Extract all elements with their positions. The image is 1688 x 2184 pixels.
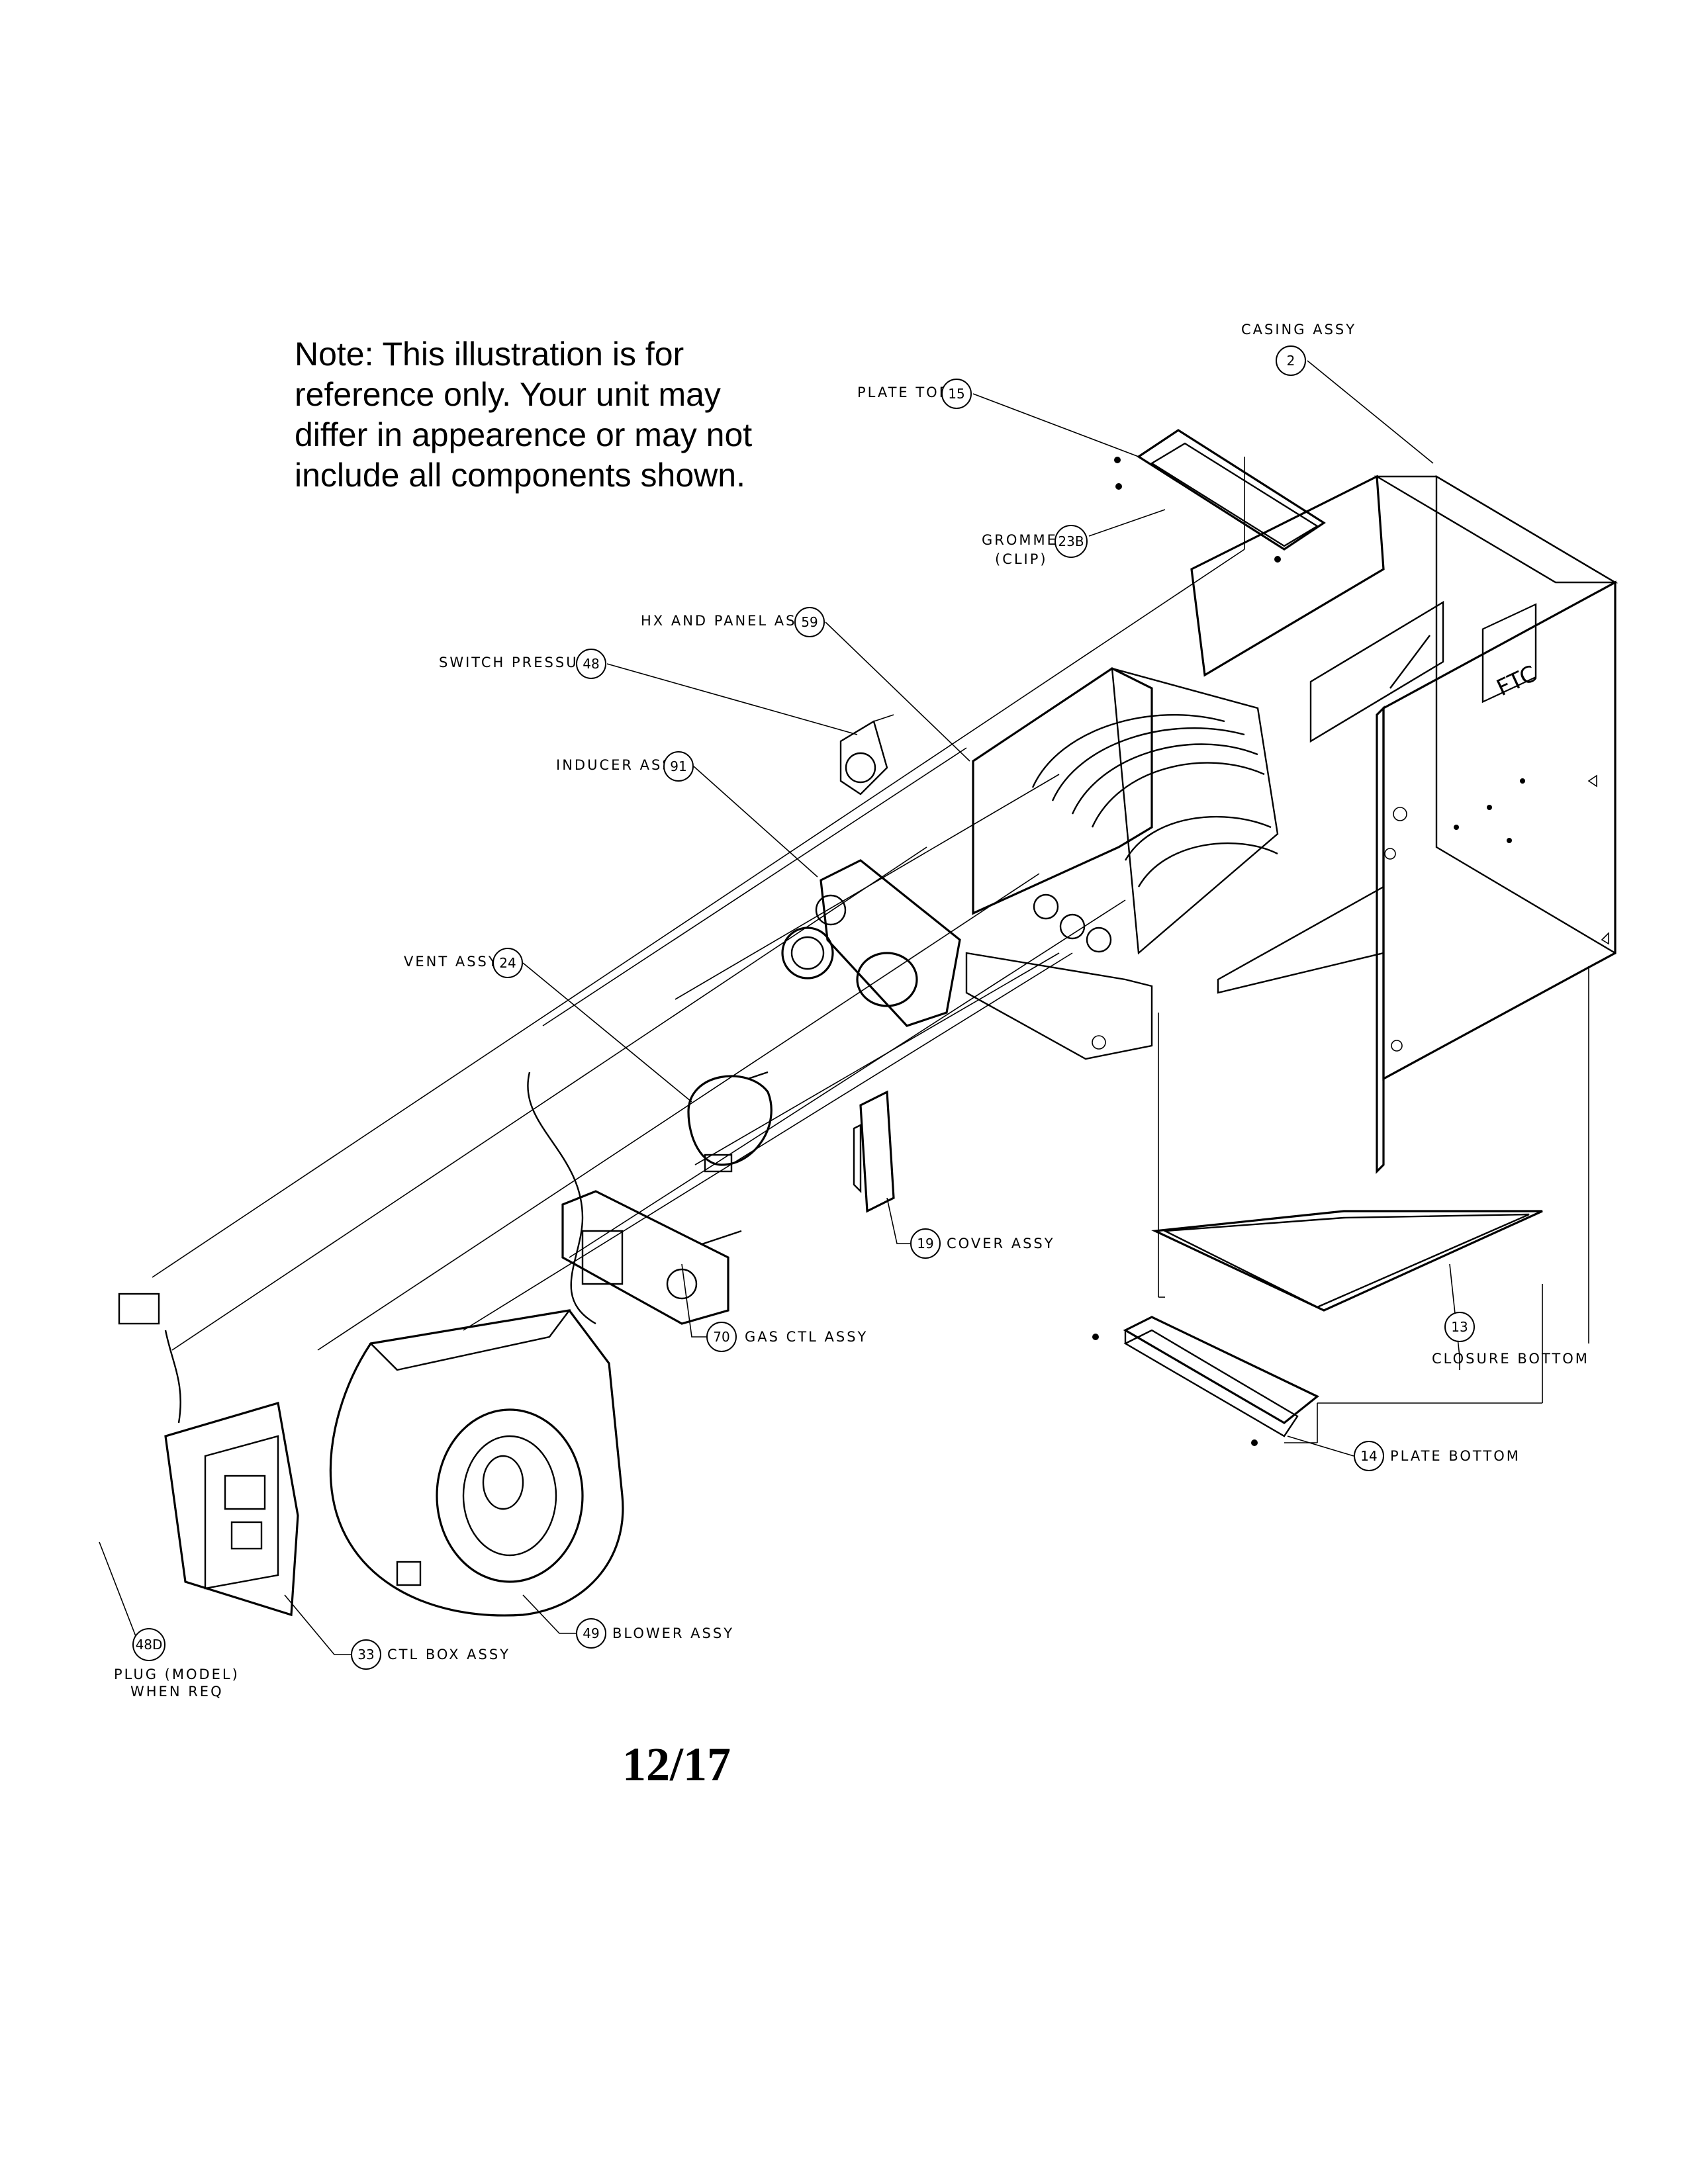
callout-number: 48D xyxy=(136,1637,163,1653)
reference-note: Note: This illustration is for reference… xyxy=(295,334,798,496)
callout-number: 24 xyxy=(499,955,516,971)
inducer-assembly-drawing xyxy=(781,859,961,1027)
callout-label: CTL BOX ASSY xyxy=(387,1647,510,1662)
callout-number: 70 xyxy=(713,1329,729,1345)
callout-label: PLATE TOP xyxy=(857,385,949,400)
casing-assembly-drawing: FTC xyxy=(1190,475,1618,1174)
callout-vent: VENT ASSY 24 xyxy=(404,948,523,978)
pressure-switch-drawing xyxy=(839,714,894,796)
control-box-drawing xyxy=(118,1293,299,1617)
callout-label: CASING ASSY xyxy=(1241,322,1356,338)
note-line-4: include all components shown. xyxy=(295,457,745,494)
callout-inducer: INDUCER ASSY 91 xyxy=(556,751,694,782)
callout-label: BLOWER ASSY xyxy=(612,1625,734,1641)
callout-cover: 19 COVER ASSY xyxy=(910,1228,1055,1259)
callout-number: 49 xyxy=(583,1625,599,1641)
plate-top-drawing xyxy=(1114,429,1326,563)
callout-switch-pressure: SWITCH PRESSURE 48 xyxy=(439,649,606,679)
callout-label-2: WHEN REQ xyxy=(130,1684,224,1700)
callout-casing-assy: CASING ASSY 2 xyxy=(1241,322,1356,376)
vent-assembly-drawing xyxy=(687,1071,773,1173)
callout-number: 19 xyxy=(917,1236,933,1251)
callout-grommet: GROMMET (CLIP) 23B xyxy=(982,525,1088,567)
callout-ctl-box: 33 CTL BOX ASSY xyxy=(351,1639,510,1670)
callout-number: 15 xyxy=(948,386,964,402)
callout-number: 59 xyxy=(801,614,818,630)
callout-number: 14 xyxy=(1360,1448,1377,1464)
heat-exchanger-drawing xyxy=(965,667,1279,1060)
callout-number: 33 xyxy=(357,1647,374,1662)
callout-plate-top: PLATE TOP 15 xyxy=(857,379,972,409)
callout-gas-ctl: 70 GAS CTL ASSY xyxy=(706,1322,868,1352)
note-line-3: differ in appearence or may not xyxy=(295,416,753,453)
callout-blower: 49 BLOWER ASSY xyxy=(576,1618,734,1649)
leader-lines xyxy=(99,360,1460,1655)
callout-label: INDUCER ASSY xyxy=(556,757,684,773)
callout-label: COVER ASSY xyxy=(947,1236,1055,1251)
callout-number: 13 xyxy=(1451,1319,1468,1335)
callout-closure-bottom: 13 CLOSURE BOTTOM xyxy=(1432,1312,1589,1367)
callout-label-2: (CLIP) xyxy=(995,551,1048,567)
callout-hx-and-panel: HX AND PANEL ASSY 59 xyxy=(641,607,825,637)
callout-label: HX AND PANEL ASSY xyxy=(641,613,818,629)
callout-label: CLOSURE BOTTOM xyxy=(1432,1351,1589,1367)
cover-assembly-drawing xyxy=(853,1090,895,1213)
callout-plate-bottom: 14 PLATE BOTTOM xyxy=(1354,1441,1521,1471)
projection-lines xyxy=(152,457,1589,1443)
callout-number: 2 xyxy=(1287,353,1295,369)
callout-label: PLUG (MODEL) xyxy=(114,1666,240,1682)
gas-control-drawing xyxy=(527,1071,742,1325)
casing-ftc-mark: FTC xyxy=(1493,660,1541,702)
callout-label: SWITCH PRESSURE xyxy=(439,655,600,670)
callout-label: GROMMET xyxy=(982,532,1068,548)
callout-label: PLATE BOTTOM xyxy=(1390,1448,1521,1464)
closure-bottom-drawing xyxy=(1151,1210,1543,1312)
note-line-2: reference only. Your unit may xyxy=(295,376,721,413)
page-number: 12/17 xyxy=(622,1738,731,1791)
callout-label: VENT ASSY xyxy=(404,954,499,970)
callout-label: GAS CTL ASSY xyxy=(745,1329,868,1345)
blower-assembly-drawing xyxy=(329,1309,624,1617)
note-line-1: Note: This illustration is for xyxy=(295,336,684,373)
callout-number: 91 xyxy=(670,758,686,774)
callout-plug-model: 48D PLUG (MODEL) WHEN REQ xyxy=(114,1628,240,1700)
callout-number: 23B xyxy=(1058,533,1084,549)
callout-number: 48 xyxy=(583,656,599,672)
plate-bottom-drawing xyxy=(1092,1316,1319,1446)
